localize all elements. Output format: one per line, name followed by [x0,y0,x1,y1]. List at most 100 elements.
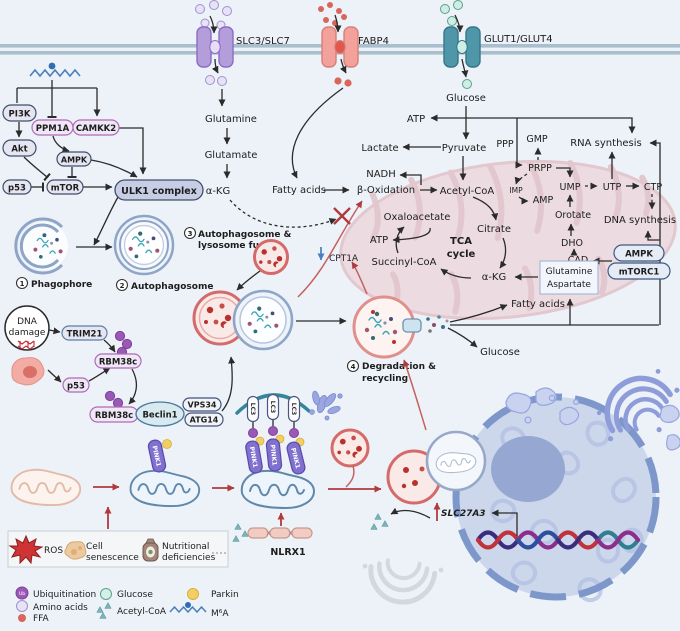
beclin1-node: Beclin1 [142,411,177,421]
nucleolus [491,436,565,502]
p53-node-2: p53 [67,382,85,392]
ubiquitin-chain-bottom [104,390,124,409]
betaox-to-nadh [399,171,422,185]
orotate-label: Orotate [555,210,591,221]
dna-helix [475,530,641,550]
lysosome [236,239,289,291]
atp-mito-label: ATP [370,235,388,246]
ppm1a-node: PPM1A [36,124,70,134]
rbm38c-bottom-node: RBM38c [95,411,133,421]
mitophagy-to-degradation [402,359,427,431]
m6a-icon [169,602,207,614]
acetyl-coa-label: Acetyl-CoA [440,186,495,197]
ulk1-node: ULK1 complex [121,186,197,197]
pyruvate-label: Pyruvate [442,143,487,154]
legend-acetyl-coa: Acetyl-CoA [117,607,167,617]
cad-regulators: AMPK mTORC1 Glutamine Aspartate [514,244,671,295]
dna-damage-2: damage [9,328,46,338]
nutrition-label-1: Nutritional [162,542,209,552]
imp-label: IMP [509,186,523,195]
nlrx1-label: NLRX1 [270,547,305,558]
autophagosome: 2 Autophagosome [113,214,213,292]
damaged-dna-icon [17,340,35,350]
fusion-step-label: 3 Autophagosome & lysosome fusion [183,226,292,251]
nutrition-label-2: deficiencies [162,553,216,563]
mtor-node: mTOR [51,184,80,194]
vps34-node: VPS34 [188,401,217,410]
fusion-label-1: Autophagosome & [198,230,292,240]
gene-to-slc27a3-arrow [491,509,518,536]
p53-node: p53 [8,184,26,194]
oxaloacetate-label: Oxaloacetate [384,212,451,223]
p53-axis-nodes: TRIM21 RBM38c p53 RBM38c Beclin1 VPS34 A… [61,325,224,427]
ppp-label: PPP [496,139,513,150]
efflux-transporter [402,318,422,333]
legend-m6a: M⁶A [211,609,229,619]
nutrition-icon [142,538,159,562]
slc27a3-label: SLC27A3 [441,509,486,519]
ampk2-node: AMPK [625,250,653,260]
rbm38c-top-node: RBM38c [99,358,137,368]
fatty-acids-out-label: Fatty acids [511,299,565,310]
step2-number: 2 [120,282,125,290]
legend: Ub Ubiquitination Amino acids FFA Glucos… [15,586,239,624]
recycling-routes: Fatty acids Glucose [447,298,659,358]
beta-ox-label: β-Oxidation [357,185,415,196]
vesicle-cluster-organelle [309,390,343,421]
gmp-label: GMP [526,134,548,145]
glutamine-aspartate-box [539,260,599,295]
legend-parkin: Parkin [211,590,239,600]
legend-ffa: FFA [33,614,50,624]
rna-synthesis-label: RNA synthesis [570,138,642,149]
degradation-label-1: Degradation & [362,362,436,372]
fusion-label-2: lysosome fusion [198,241,280,251]
ubiquitin-icon [15,586,29,600]
pi3k-node: PI3K [9,110,31,120]
p53-axis-arrows [47,327,236,412]
degradation-label-2: recycling [362,374,408,384]
tca-label-1: TCA [450,236,472,247]
golgi-gray [362,558,444,605]
cpt1a-label: CPT1A [329,254,359,264]
degradation-vesicle: 4 Degradation & recycling [346,295,449,384]
glucose-icon [100,588,112,600]
phagophore: 1 Phagophore [14,217,92,290]
mitophagy-fusion-vesicle [386,430,487,505]
trim21-node: TRIM21 [67,330,103,340]
nadh-label: NADH [366,169,396,180]
tca-cycle: Oxaloacetate Citrate TCA cycle ATP Succi… [370,196,511,283]
signaling-nodes: PI3K PPM1A CAMKK2 Akt AMPK p53 mTOR ULK1… [2,104,204,201]
ffa-icon [18,614,26,622]
ctp-label: CTP [644,182,662,193]
ump-label: UMP [560,182,581,193]
phagophore-label: Phagophore [31,280,92,290]
er-vesicles [505,387,680,451]
glucose-label: Glucose [446,93,486,104]
glutamine-axis: Glutamine Glutamate α-KG [205,89,337,228]
akg-tca-label: α-KG [482,272,507,283]
pink1-mitochondrion [130,438,200,507]
nlrx1-node: NLRX1 [232,512,313,558]
ros-label: ROS [44,546,63,556]
step1-number: 1 [20,280,25,288]
parkin-icon [187,588,199,600]
glutamine-label: Glutamine [205,114,257,125]
triggers-box: ROS Cell senescence Nutritional deficien… [7,506,229,568]
lc3-decorated-mitochondrion [235,393,314,508]
utp-label: UTP [603,182,622,193]
lysosome-mitophagy [330,428,370,488]
atp-label: ATP [407,114,425,125]
step3-number: 3 [188,230,193,238]
ub-glyph: Ub [19,591,25,597]
succinyl-label: Succinyl-CoA [371,257,436,268]
atg14-node: ATG14 [190,416,219,425]
dna-synthesis-label: DNA synthesis [604,215,676,226]
ffa-entry-arrow [290,87,344,179]
step4-number: 4 [351,363,356,371]
fabp4-transporter: FABP4 [318,2,389,87]
golgi-apparatus [596,368,680,442]
glucose-out-label: Glucose [480,347,520,358]
prpp-label: PRPP [528,163,552,174]
dna-damage-1: DNA [17,317,38,327]
